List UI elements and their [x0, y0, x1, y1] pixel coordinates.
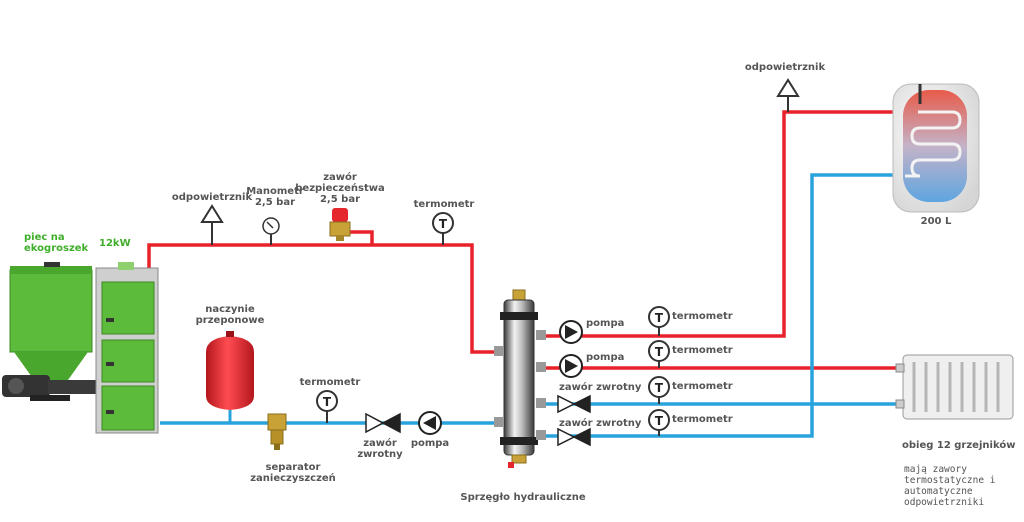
pump-1-label: pompa	[586, 318, 625, 329]
thermometer-bottom-label: termometr	[299, 377, 361, 388]
thermometer-r1-label: termometr	[672, 311, 733, 322]
thermometer-r3-symbol: T	[648, 376, 670, 404]
tank-capacity-label: 200 L	[920, 216, 952, 227]
hydraulic-coupling	[494, 289, 546, 468]
return-pipes	[160, 173, 905, 438]
vent-left-label: odpowietrznik	[171, 192, 253, 203]
air-vent-left-symbol	[200, 204, 224, 245]
hydraulic-coupling-label: Sprzęgło hydrauliczne	[460, 492, 586, 503]
supply-main-pipe	[147, 243, 508, 354]
thermometer-r3-label: termometr	[672, 381, 733, 392]
pump-bottom-symbol	[418, 411, 442, 435]
thermometer-r2-label: termometr	[672, 345, 733, 356]
svg-text:T: T	[655, 414, 664, 428]
boiler-power-label: 12kW	[99, 238, 131, 249]
check-valve-1-symbol	[557, 394, 591, 414]
thermometer-top-label: termometr	[413, 199, 475, 210]
svg-text:T: T	[323, 395, 332, 409]
manometer-symbol	[262, 217, 280, 245]
boiler	[2, 262, 159, 434]
safety-valve-symbol	[329, 208, 351, 241]
expansion-vessel-label: naczynie przeponowe	[195, 304, 265, 326]
hot-water-tank	[892, 83, 980, 213]
svg-text:T: T	[655, 381, 664, 395]
radiator-note-label: mają zawory termostatyczne i automatyczn…	[904, 464, 996, 508]
check-valve-bottom-label: zawór zwrotny	[357, 438, 403, 460]
thermometer-r4-label: termometr	[672, 414, 733, 425]
thermometer-bottom-symbol: T	[316, 390, 338, 423]
thermometer-top-symbol: T	[432, 212, 454, 245]
supply-tank-pipe	[536, 110, 918, 338]
separator-symbol	[267, 413, 287, 450]
radiators-label: obieg 12 grzejników	[902, 440, 1016, 451]
air-vent-right-symbol	[776, 78, 800, 112]
return-tank-pipe	[536, 173, 905, 438]
check-valve-2-label: zawór zwrotny	[559, 418, 642, 429]
check-valve-2-symbol	[557, 427, 591, 447]
check-valve-1-label: zawór zwrotny	[559, 382, 642, 393]
manometer-label: Manometr 2,5 bar	[246, 186, 304, 208]
pump-2-symbol	[559, 354, 583, 378]
pump-1-symbol	[559, 320, 583, 344]
separator-label: separator zanieczyszczeń	[250, 462, 336, 484]
expansion-vessel	[206, 331, 254, 423]
svg-text:T: T	[655, 345, 664, 359]
pump-bottom-label: pompa	[410, 438, 450, 449]
safety-valve-branch	[340, 230, 374, 245]
boiler-name-label: piec na ekogroszek	[24, 232, 89, 254]
thermometer-r2-symbol: T	[648, 340, 670, 368]
check-valve-bottom-symbol	[365, 412, 401, 434]
vent-right-label: odpowietrznik	[744, 62, 826, 73]
svg-text:T: T	[439, 217, 448, 231]
thermometer-r1-symbol: T	[648, 306, 670, 336]
safety-valve-label: zawór bezpieczeństwa 2,5 bar	[295, 172, 385, 205]
thermometer-r4-symbol: T	[648, 409, 670, 436]
pump-2-label: pompa	[586, 352, 625, 363]
radiator	[895, 354, 1014, 420]
svg-text:T: T	[655, 311, 664, 325]
